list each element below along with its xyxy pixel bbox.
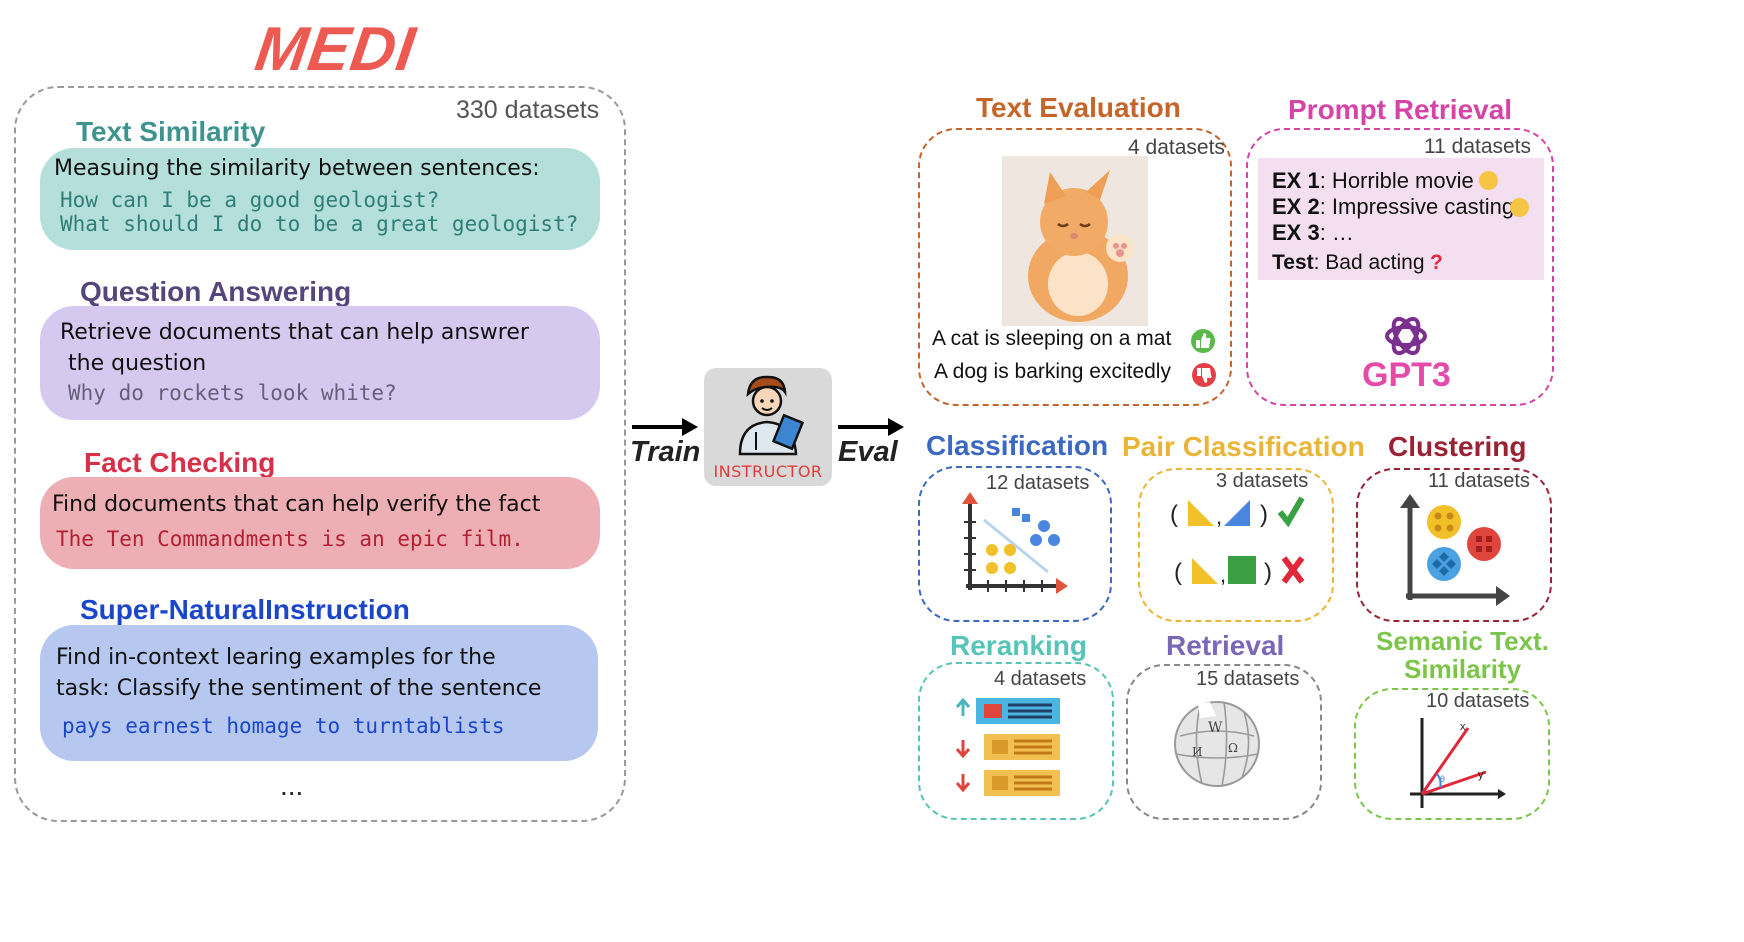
instructor-icon — [738, 375, 805, 456]
task-title-super-natural-instruction: Super-NaturalInstruction — [80, 594, 410, 625]
caption-negative: A dog is barking excitedly — [934, 360, 1171, 383]
task-example: pays earnest homage to turntablists — [62, 714, 505, 738]
instructor-box: INSTRUCTOR — [704, 368, 832, 486]
task-title-text-similarity: Text Similarity — [76, 116, 266, 147]
cat-image — [1002, 156, 1148, 326]
svg-text:(: ( — [1170, 501, 1178, 528]
task-title-fact-checking: Fact Checking — [84, 447, 276, 478]
question-mark-icon: ? — [1430, 251, 1443, 274]
eval-arrow — [838, 418, 904, 436]
clustering-icon — [1400, 494, 1510, 606]
eval-box-reranking — [918, 662, 1114, 820]
prompt-example-2: EX 2: Impressive casting — [1272, 194, 1514, 220]
eval-label: Eval — [838, 436, 898, 468]
angle-label: θ — [1440, 774, 1445, 784]
task-instruction: task: Classify the sentiment of the sent… — [56, 676, 542, 701]
eval-title-retrieval: Retrieval — [1166, 630, 1285, 661]
wikipedia-globe-icon: W Ω И — [1174, 701, 1260, 787]
eval-box-clustering — [1356, 468, 1552, 622]
eval-count: 10 datasets — [1426, 690, 1530, 712]
eval-title-sts: Similarity — [1404, 654, 1522, 684]
eval-title-text-evaluation: Text Evaluation — [976, 92, 1181, 123]
task-example: The Ten Commandments is an epic film. — [56, 527, 524, 551]
crying-emoji-icon — [1479, 171, 1498, 190]
medi-count: 330 datasets — [456, 96, 600, 124]
gpt3-logo: GPT3 — [1362, 356, 1451, 394]
task-instruction: Measuing the similarity between sentence… — [54, 156, 540, 181]
medi-logo: MEDI — [251, 15, 420, 84]
instructor-label: INSTRUCTOR — [713, 462, 823, 481]
prompt-key: EX 3 — [1272, 220, 1320, 245]
prompt-text: : … — [1319, 220, 1354, 245]
task-card-super-natural-instruction — [40, 625, 598, 761]
axis-label-y: y — [1478, 769, 1484, 781]
eval-count: 3 datasets — [1216, 470, 1309, 492]
axis-label-x: x — [1460, 721, 1466, 733]
caption-positive: A cat is sleeping on a mat — [932, 327, 1172, 350]
task-example: What should I do to be a great geologist… — [60, 212, 579, 236]
prompt-text: : Horrible movie — [1319, 168, 1474, 193]
task-card-fact-checking — [40, 477, 600, 569]
thumbs-down-icon — [1192, 363, 1216, 387]
svg-text:Ω: Ω — [1228, 741, 1238, 755]
ellipsis: ... — [280, 770, 304, 801]
prompt-text: : Impressive casting — [1319, 194, 1515, 219]
svg-text:И: И — [1192, 745, 1202, 759]
prompt-text: : Bad acting — [1313, 251, 1425, 274]
task-instruction: Retrieve documents that can help answrer — [60, 320, 529, 345]
svg-text:,: , — [1216, 504, 1222, 529]
prompt-key: EX 2 — [1272, 194, 1320, 219]
classification-plot-icon — [962, 492, 1068, 594]
eval-box-prompt-retrieval — [1246, 128, 1554, 406]
eval-title-pair-classification: Pair Classification — [1122, 431, 1365, 462]
thumbs-up-icon — [1191, 329, 1215, 353]
train-label: Train — [630, 436, 701, 468]
eval-count: 12 datasets — [986, 472, 1090, 494]
task-instruction: Find in-context learing examples for the — [56, 645, 496, 670]
svg-text:): ) — [1260, 501, 1268, 528]
task-card-text-similarity — [40, 148, 600, 250]
eval-box-classification — [918, 466, 1112, 622]
eval-count: 4 datasets — [1128, 136, 1225, 159]
eval-title-prompt-retrieval: Prompt Retrieval — [1288, 94, 1513, 125]
task-card-question-answering — [40, 306, 600, 420]
prompt-test: Test: Bad acting — [1272, 251, 1425, 275]
openai-logo-icon — [1385, 316, 1427, 356]
eval-title-clustering: Clustering — [1388, 431, 1527, 462]
eval-box-pair-classification — [1138, 468, 1334, 622]
prompt-key: EX 1 — [1272, 168, 1320, 193]
task-example: How can I be a good geologist? — [60, 188, 440, 212]
eval-box-retrieval — [1126, 664, 1322, 820]
eval-title-reranking: Reranking — [950, 630, 1087, 661]
vector-angle-icon: x y θ — [1410, 718, 1506, 808]
svg-text:,: , — [1220, 562, 1226, 587]
task-instruction: Find documents that can help verify the … — [52, 492, 541, 517]
eval-count: 11 datasets — [1428, 470, 1530, 492]
prompt-example-3: EX 3: … — [1272, 220, 1354, 246]
task-example: Why do rockets look white? — [68, 381, 397, 405]
medi-container — [14, 86, 626, 822]
eval-box-sts — [1354, 688, 1550, 820]
eval-box-text-evaluation — [918, 128, 1232, 406]
grinning-emoji-icon — [1510, 198, 1529, 217]
eval-count: 4 datasets — [994, 668, 1087, 690]
train-arrow — [632, 418, 698, 436]
svg-text:(: ( — [1174, 559, 1182, 586]
task-title-question-answering: Question Answering — [80, 276, 352, 307]
prompt-example-1: EX 1: Horrible movie — [1272, 168, 1474, 194]
pair-classification-icon: ( , ) ( , ) — [1170, 496, 1305, 587]
eval-count: 11 datasets — [1424, 135, 1532, 158]
reranking-icon — [955, 697, 1060, 796]
task-instruction: the question — [68, 351, 207, 376]
svg-text:W: W — [1208, 720, 1223, 736]
prompt-key: Test — [1272, 251, 1314, 274]
eval-title-classification: Classification — [926, 430, 1109, 461]
svg-text:): ) — [1264, 559, 1272, 586]
eval-count: 15 datasets — [1196, 668, 1300, 690]
eval-title-sts: Semanic Text. — [1376, 626, 1549, 656]
